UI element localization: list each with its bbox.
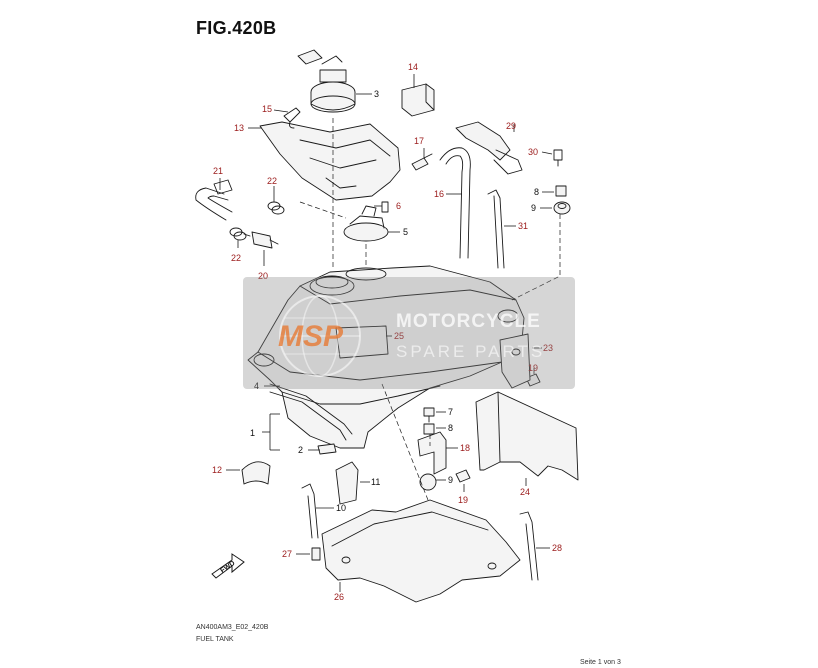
callout-8-right: 8 — [534, 187, 539, 197]
hose-fitting-17[interactable] — [411, 153, 433, 171]
breather-hose-16[interactable] — [439, 147, 471, 259]
check-valve-20[interactable] — [243, 231, 279, 249]
callout-30: 30 — [528, 147, 538, 157]
cable-tie-31[interactable] — [487, 189, 505, 269]
collar-8-center[interactable] — [423, 423, 435, 435]
callout-28: 28 — [552, 543, 562, 553]
watermark: MSP MOTORCYCLE SPARE PARTS — [243, 277, 575, 389]
diagram-code: AN400AM3_E02_420B — [196, 624, 269, 631]
leader-lines — [219, 74, 561, 592]
callout-23: 23 — [543, 343, 553, 353]
callout-20: 20 — [258, 271, 268, 281]
figure-title: FIG.420B — [196, 18, 277, 38]
callout-11: 11 — [371, 477, 380, 487]
fuel-tank-1[interactable] — [247, 265, 525, 449]
callout-9-center: 9 — [448, 475, 453, 485]
bracket-18[interactable] — [417, 431, 447, 475]
hose-clamp-22-lower[interactable] — [229, 227, 247, 241]
grommet-9-center[interactable] — [419, 473, 437, 491]
fuel-pump-flange-5[interactable] — [343, 205, 389, 242]
cable-tie-10[interactable] — [301, 483, 319, 539]
collar-8-right[interactable] — [555, 185, 567, 197]
callout-31: 31 — [518, 221, 528, 231]
page-indicator: Seite 1 von 3 — [580, 659, 621, 666]
tank-strap-4[interactable] — [269, 383, 353, 441]
callout-5: 5 — [403, 227, 408, 237]
lower-plate-26[interactable] — [321, 499, 521, 603]
callout-9-right: 9 — [531, 203, 536, 213]
forward-label: FWD — [219, 560, 236, 575]
callout-27: 27 — [282, 549, 292, 559]
callout-24: 24 — [520, 487, 530, 497]
grommet-9-right[interactable] — [553, 201, 571, 215]
callout-13: 13 — [234, 123, 244, 133]
sensor-assembly-29[interactable] — [455, 121, 523, 175]
callout-22-upper: 22 — [267, 176, 277, 186]
callout-3: 3 — [374, 89, 379, 99]
callout-15: 15 — [262, 104, 272, 114]
heat-shield-24[interactable] — [475, 391, 579, 481]
bolt-19-lower[interactable] — [455, 469, 471, 483]
watermark-logo: MSP — [278, 320, 344, 353]
callout-2: 2 — [298, 445, 303, 455]
forward-arrow-icon — [211, 553, 245, 579]
callout-7: 7 — [448, 407, 453, 417]
cable-tie-28[interactable] — [519, 511, 539, 581]
watermark-line1: MOTORCYCLE — [396, 311, 541, 332]
bolt-7[interactable] — [423, 407, 435, 423]
fuel-hose-21[interactable] — [195, 179, 233, 221]
callout-26: 26 — [334, 592, 344, 602]
cover-11[interactable] — [335, 461, 359, 505]
callout-21: 21 — [213, 166, 223, 176]
hose-clamp-22-upper[interactable] — [267, 201, 285, 215]
diagram-subtitle: FUEL TANK — [196, 636, 234, 643]
tank-cover-bracket[interactable] — [259, 121, 401, 201]
forward-direction-badge: FWD — [211, 553, 245, 579]
callout-12: 12 — [212, 465, 222, 475]
rubber-cushion-14[interactable] — [401, 83, 435, 117]
bracket-23[interactable] — [499, 333, 531, 389]
callout-17: 17 — [414, 136, 424, 146]
bolt-30[interactable] — [553, 149, 563, 167]
callout-19-lower: 19 — [458, 495, 468, 505]
callout-16: 16 — [434, 189, 444, 199]
callout-10: 10 — [336, 503, 346, 513]
callout-29: 29 — [506, 121, 516, 131]
callout-14: 14 — [408, 62, 418, 72]
callout-8-center: 8 — [448, 423, 453, 433]
callout-4: 4 — [254, 381, 259, 391]
callout-25: 25 — [394, 331, 404, 341]
pad-2[interactable] — [317, 443, 337, 455]
screw-6[interactable] — [381, 201, 389, 213]
callout-22-lower: 22 — [231, 253, 241, 263]
callout-6: 6 — [396, 201, 401, 211]
callout-1: 1 — [250, 428, 255, 438]
cushion-12[interactable] — [241, 461, 271, 485]
watermark-globe-icon — [279, 295, 361, 377]
watermark-line2: SPARE PARTS — [396, 342, 545, 361]
fuel-cap[interactable] — [297, 49, 356, 113]
callout-19-upper: 19 — [528, 363, 538, 373]
clip-27[interactable] — [311, 547, 321, 561]
callout-18: 18 — [460, 443, 470, 453]
clip-15[interactable] — [283, 107, 301, 129]
callouts: 1 2 3 4 5 6 7 8 8 9 9 10 11 12 13 14 15 … — [212, 62, 562, 602]
